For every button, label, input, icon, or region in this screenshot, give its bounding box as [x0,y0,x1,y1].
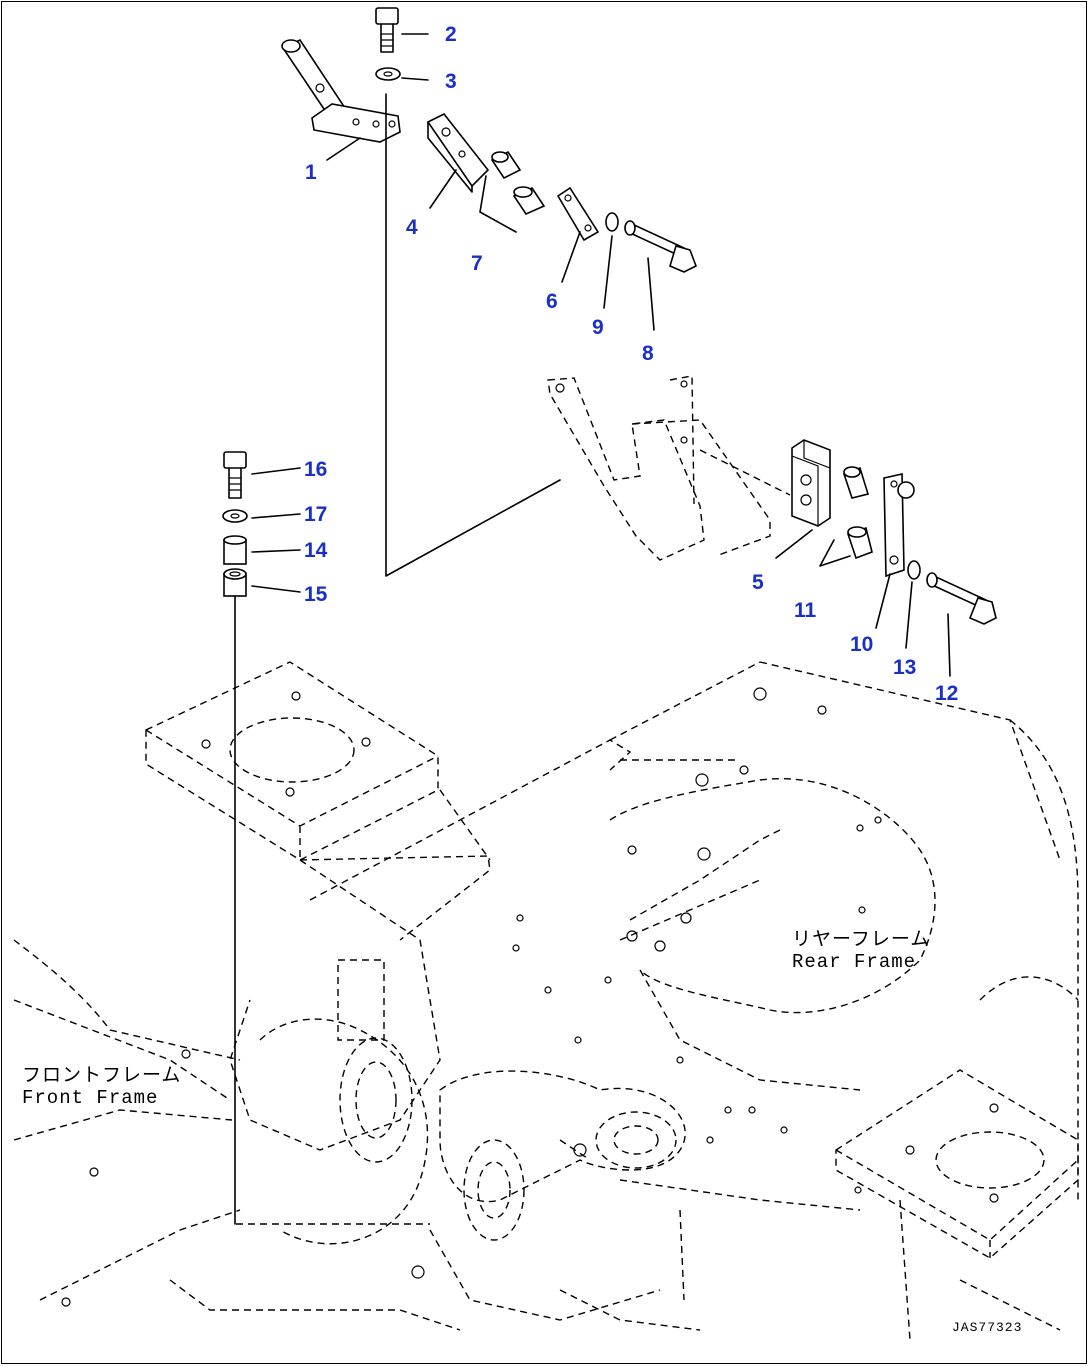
part-1-lever-bracket [281,38,401,143]
rear-frame-label-en: Rear Frame [792,951,917,973]
mid-bracket-dashed [547,375,791,561]
rear-mount-plate-dashed [835,1069,1079,1341]
rear-frame-label-jp: リヤーフレーム [792,929,931,951]
part-6-plate [556,186,600,242]
part-16-bolt [223,451,247,499]
part-4-block [426,112,490,193]
callout-9: 9 [592,316,604,339]
callout-5: 5 [752,571,764,594]
leader-lines-upper [326,33,655,331]
part-8-pin [624,220,698,273]
part-14-collar [223,535,247,565]
callout-15: 15 [304,583,328,606]
callout-10: 10 [850,633,874,656]
leader-lines-left [251,467,301,593]
callout-13: 13 [893,656,917,679]
callout-12: 12 [935,682,959,705]
part-12-pin [926,572,997,625]
callout-2: 2 [445,23,457,46]
center-link-dashed [299,661,761,994]
callout-14: 14 [304,539,328,562]
leader-lines-mid [775,529,951,677]
part-15-bushing [223,568,247,597]
callout-1: 1 [305,161,317,184]
callout-16: 16 [304,458,328,481]
front-frame-label-en: Front Frame [22,1087,159,1109]
callout-17: 17 [304,503,328,526]
callout-3: 3 [445,70,457,93]
callout-8: 8 [642,342,654,365]
pivot-hub-dashed [411,1070,686,1321]
part-9-washer [605,212,619,232]
part-17-washer [222,509,248,523]
part-2-bolt [375,7,399,53]
rear-frame-dashed [559,661,1079,1331]
callout-4: 4 [406,216,418,239]
assembly-guide-line [385,93,561,577]
front-frame-label-jp: フロントフレーム [22,1065,182,1087]
front-frame-dashed [13,661,461,1331]
part-11-bushings [819,466,873,567]
part-7-bushings [479,150,546,233]
drawing-code: JAS77323 [952,1320,1023,1335]
part-13-washer [907,560,921,580]
part-10-plate [883,473,915,578]
callout-11: 11 [794,599,817,622]
part-3-washer [375,67,401,81]
callout-6: 6 [546,290,558,313]
part-5-block [791,439,831,527]
callout-7: 7 [471,252,483,275]
